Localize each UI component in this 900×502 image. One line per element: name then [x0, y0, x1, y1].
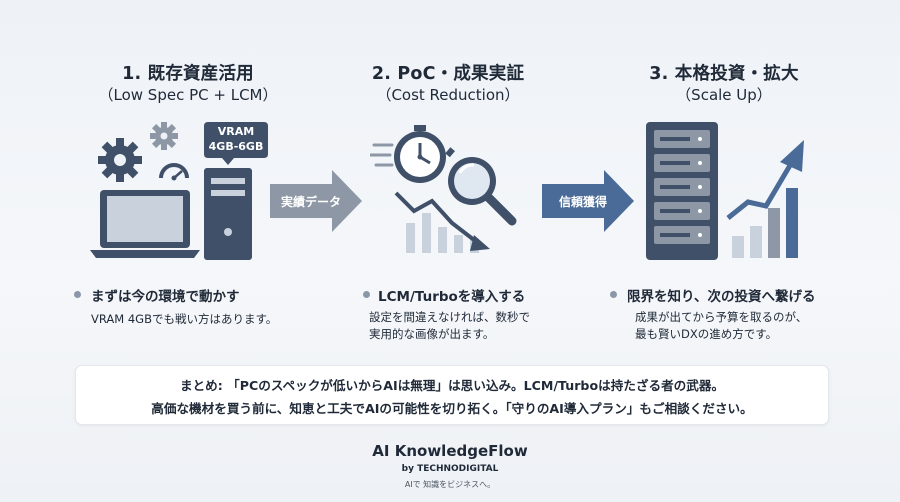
- vram-badge-text: VRAM 4GB-6GB: [204, 124, 268, 154]
- gear-icon: [150, 122, 178, 150]
- gear-icon: [98, 138, 142, 182]
- step-2-desc: 設定を間違えなければ、数秒で 実用的な画像が出ます。: [369, 309, 530, 343]
- bullet-dot: [610, 291, 617, 298]
- arrow-1-label: 実績データ: [280, 195, 341, 209]
- step-2-desc-line-1: 設定を間違えなければ、数秒で: [369, 310, 530, 324]
- step-3-subtitle: （Scale Up）: [676, 86, 772, 104]
- step-2-subtitle: （Cost Reduction）: [376, 86, 520, 104]
- magnifier-icon: [448, 157, 517, 226]
- vram-badge: [204, 122, 268, 165]
- step-2-title: 2. PoC・成果実証: [371, 64, 525, 84]
- laptop-icon: [90, 190, 200, 258]
- bullet-dot: [363, 291, 370, 298]
- brand-name: AI KnowledgeFlow: [372, 442, 528, 460]
- brand-by: by TECHNODIGITAL: [401, 464, 499, 474]
- arrow-1: [270, 170, 362, 232]
- down-trend-chart-icon: [394, 191, 490, 253]
- stopwatch-icon: [394, 125, 455, 183]
- step-2-desc-line-2: 実用的な画像が出ます。: [369, 327, 495, 341]
- vram-badge-line-2: 4GB-6GB: [208, 140, 264, 153]
- vram-badge-line-1: VRAM: [217, 125, 255, 138]
- step-1-illustration: [90, 122, 268, 260]
- step-1-title: 1. 既存資産活用: [122, 64, 254, 84]
- speedometer-icon: [159, 163, 189, 181]
- summary-line-2: 高価な機材を買う前に、知恵と工夫でAIの可能性を切り拓く。「守りのAI導入プラン…: [151, 401, 753, 416]
- step-1-desc: VRAM 4GBでも戦い方はあります。: [91, 311, 277, 328]
- step-2-illustration: [370, 125, 517, 253]
- step-1-bullet: まずは今の環境で動かす: [91, 289, 240, 305]
- step-2-bullet: LCM/Turboを導入する: [378, 289, 526, 305]
- brand-tagline: AIで 知識をビジネスへ。: [404, 480, 496, 489]
- arrow-2-label: 信頼獲得: [558, 195, 607, 209]
- up-trend-chart-icon: [726, 140, 804, 258]
- pc-tower-icon: [204, 168, 252, 260]
- summary-line-1: まとめ: 「PCのスペックが低いからAIは無理」は思い込み。LCM/Turboは…: [179, 378, 725, 393]
- bullet-dot: [74, 291, 81, 298]
- step-1-desc-line-1: VRAM 4GBでも戦い方はあります。: [91, 312, 278, 326]
- step-3-desc: 成果が出てから予算を取るのが、 最も賢いDXの進め方です。: [635, 309, 807, 343]
- server-rack-icon: [646, 122, 718, 260]
- summary-box: まとめ: 「PCのスペックが低いからAIは無理」は思い込み。LCM/Turboは…: [75, 365, 829, 425]
- step-3-bullet: 限界を知り、次の投資へ繋げる: [627, 289, 816, 305]
- step-3-title: 3. 本格投資・拡大: [649, 64, 799, 84]
- step-1-subtitle: （Low Spec PC + LCM）: [98, 86, 278, 104]
- arrow-2: [542, 170, 634, 232]
- step-3-desc-line-2: 最も賢いDXの進め方です。: [635, 327, 778, 341]
- step-3-illustration: [646, 122, 804, 260]
- step-3-desc-line-1: 成果が出てから予算を取るのが、: [635, 310, 808, 324]
